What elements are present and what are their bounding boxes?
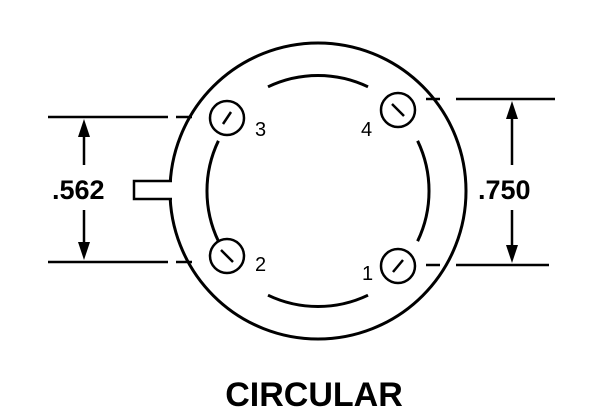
- insert-arc-bottom: [267, 293, 369, 309]
- pin-4-slot: [391, 103, 405, 117]
- pin-1: [379, 247, 417, 285]
- outer-shell-circle: [168, 41, 468, 341]
- diagram-caption: CIRCULAR: [225, 376, 403, 413]
- right-arrowhead-up: [506, 101, 518, 119]
- pin-2-number: 2: [255, 254, 266, 276]
- polarizing-key: [132, 179, 172, 201]
- left-arrowhead-up: [78, 119, 90, 137]
- pin-2-slot: [220, 249, 234, 263]
- pin-3: [208, 99, 246, 137]
- insert-arc-top: [267, 73, 369, 89]
- key-outline: [132, 179, 172, 201]
- pin-3-slot: [221, 111, 233, 125]
- right-dimension: [426, 97, 555, 267]
- insert-arc-right: [416, 140, 431, 242]
- pin-1-number: 1: [362, 263, 373, 285]
- pin-3-number: 3: [255, 119, 266, 141]
- right-arrowhead-down: [506, 245, 518, 263]
- left-arrowhead-down: [78, 242, 90, 260]
- insert-arc-left: [205, 140, 220, 242]
- pin-4-number: 4: [361, 119, 372, 141]
- connector-body: [168, 41, 468, 341]
- pin-2: [208, 237, 246, 275]
- right-dimension-label: .750: [478, 175, 531, 205]
- pin-1-slot: [392, 259, 404, 273]
- left-dimension-label: .562: [52, 175, 105, 205]
- left-dimension: [48, 115, 192, 264]
- pin-4: [379, 91, 417, 129]
